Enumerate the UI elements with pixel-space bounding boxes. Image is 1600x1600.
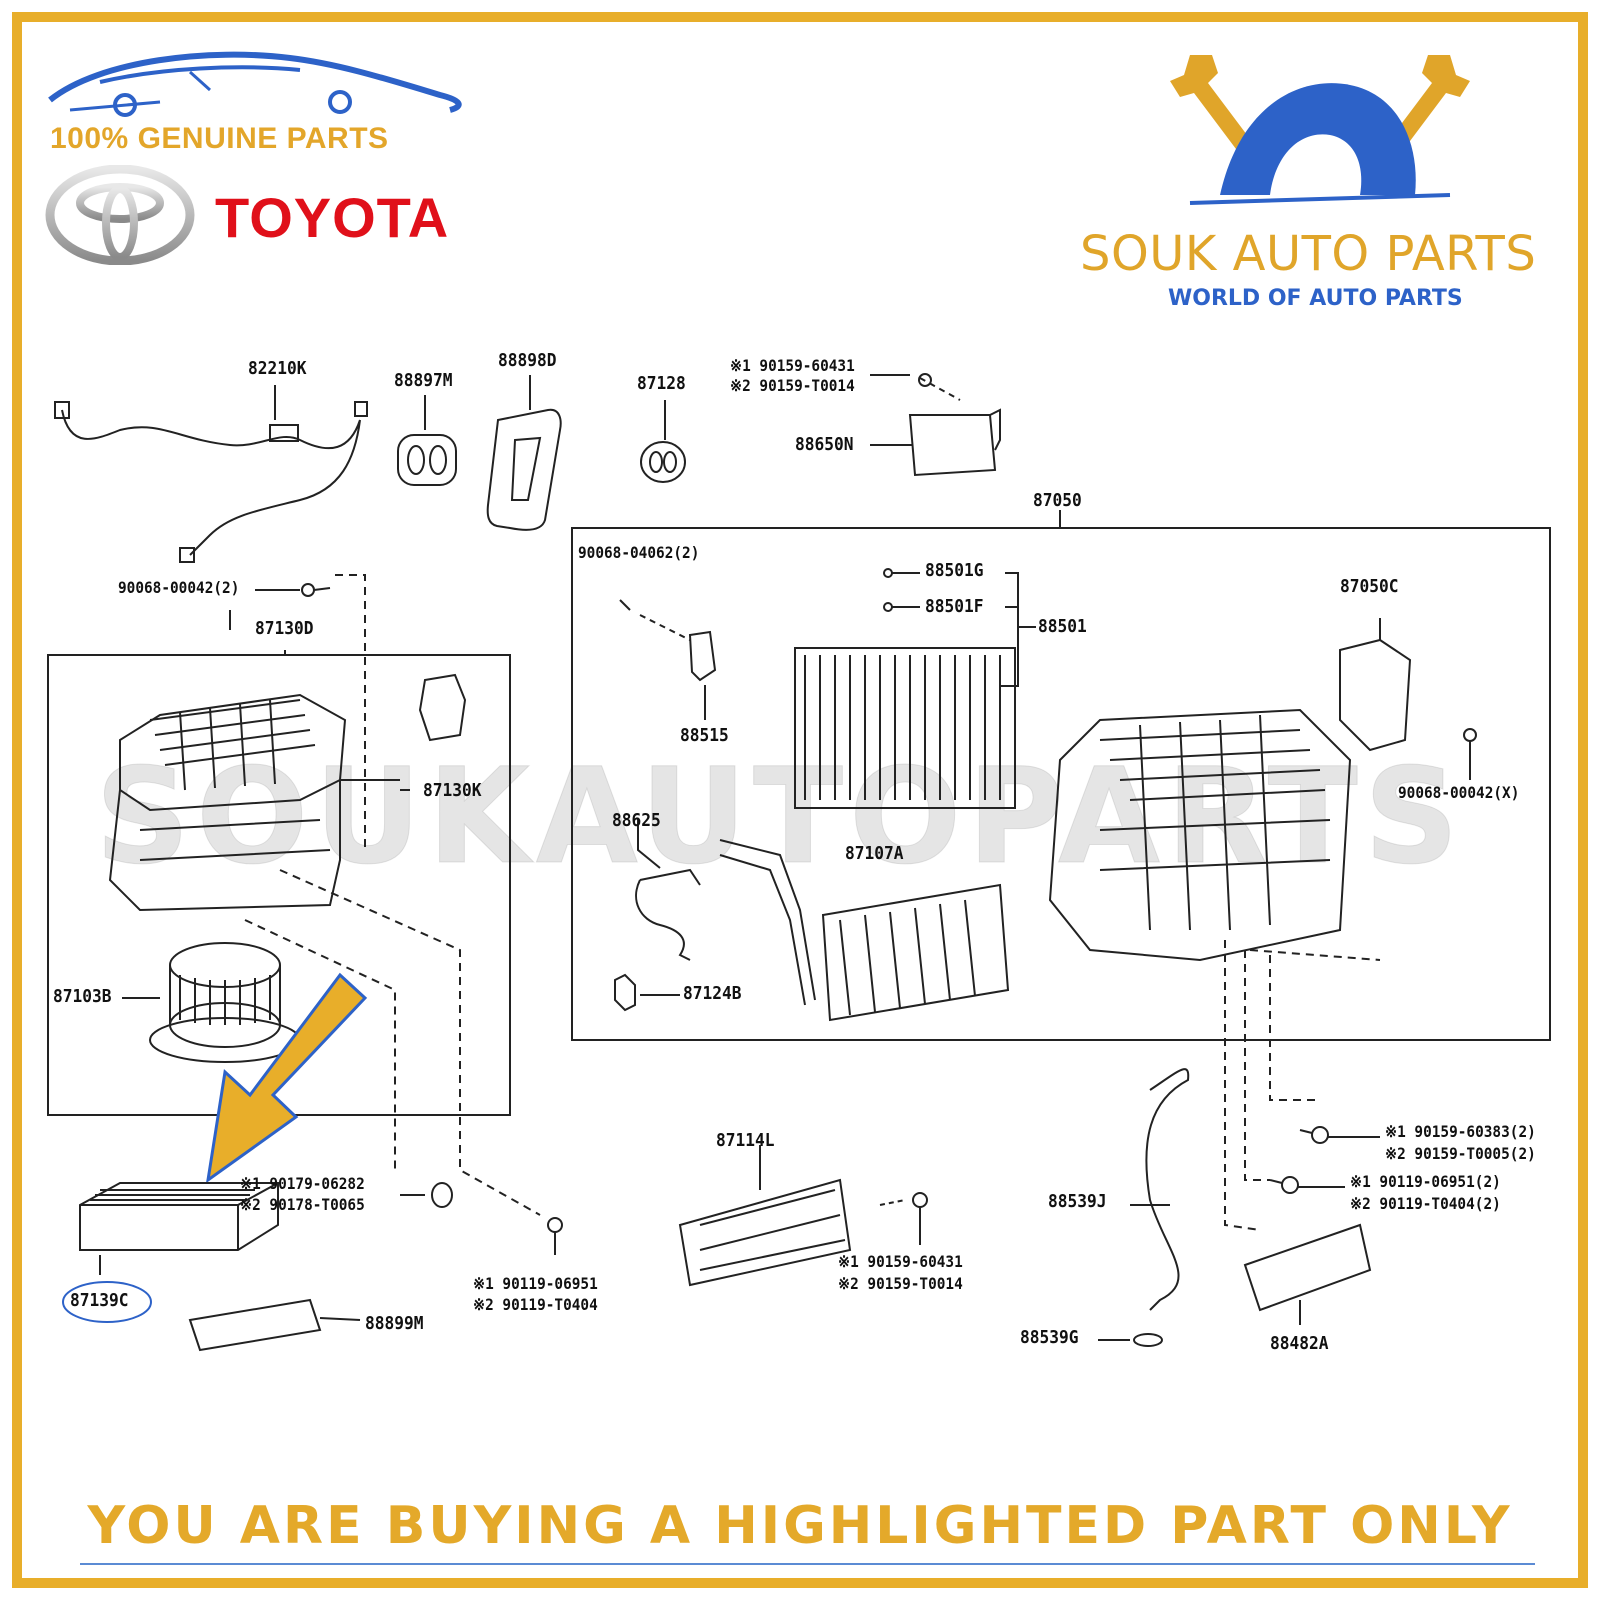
store-name: SOUK AUTO PARTS <box>1080 226 1537 282</box>
toyota-emblem-icon <box>45 165 195 265</box>
part-label-88897M: 88897M <box>394 370 453 391</box>
part-label-88539J: 88539J <box>1048 1191 1107 1212</box>
part-label-90068-00042-2: 90068-00042(2) <box>118 578 240 597</box>
footer-divider <box>80 1563 1535 1565</box>
part-label-88515: 88515 <box>680 725 729 746</box>
part-label-90159-60383-2: ※1 90159-60383(2) <box>1385 1122 1536 1141</box>
car-silhouette-logo <box>48 51 462 117</box>
part-label-87103B: 87103B <box>53 986 112 1007</box>
part-label-87128: 87128 <box>637 373 686 394</box>
brand-name: TOYOTA <box>215 186 450 249</box>
part-label-88539G: 88539G <box>1020 1327 1079 1348</box>
part-label-88501F: 88501F <box>925 596 984 617</box>
highlighted-part-label-87139C: 87139C <box>70 1290 129 1311</box>
part-label-90068-04062-2: 90068-04062(2) <box>578 543 700 562</box>
part-label-87130D: 87130D <box>255 618 314 639</box>
part-label-88501: 88501 <box>1038 616 1087 637</box>
part-label-87124B: 87124B <box>683 983 742 1004</box>
souk-wrench-logo <box>1170 55 1470 205</box>
part-label-90178-T0065: ※2 90178-T0065 <box>240 1195 365 1214</box>
part-label-90159-60431-top: ※1 90159-60431 <box>730 356 855 375</box>
part-label-87050C: 87050C <box>1340 576 1399 597</box>
part-label-88501G: 88501G <box>925 560 984 581</box>
part-label-88898D: 88898D <box>498 350 557 371</box>
part-label-90159-T0005-2: ※2 90159-T0005(2) <box>1385 1144 1536 1163</box>
genuine-parts-text: 100% GENUINE PARTS <box>50 122 389 155</box>
part-label-90159-T0014-top: ※2 90159-T0014 <box>730 376 855 395</box>
part-label-90179-06282: ※1 90179-06282 <box>240 1174 365 1193</box>
part-label-88899M: 88899M <box>365 1313 424 1334</box>
part-label-90119-T0404-2: ※2 90119-T0404(2) <box>1350 1194 1501 1213</box>
part-label-87107A: 87107A <box>845 843 904 864</box>
part-label-88482A: 88482A <box>1270 1333 1329 1354</box>
footer-notice: YOU ARE BUYING A HIGHLIGHTED PART ONLY <box>87 1496 1513 1556</box>
blower-assembly-box <box>47 654 511 1116</box>
part-label-88650N: 88650N <box>795 434 854 455</box>
part-label-90159-T0014-bottom: ※2 90159-T0014 <box>838 1274 963 1293</box>
store-tagline: WORLD OF AUTO PARTS <box>1168 286 1463 311</box>
part-label-90119-06951-2: ※1 90119-06951(2) <box>1350 1172 1501 1191</box>
part-label-82210K: 82210K <box>248 358 307 379</box>
part-label-87114L: 87114L <box>716 1130 775 1151</box>
watermark-text: SOUKAUTOPARTS <box>95 740 1465 895</box>
part-label-87050: 87050 <box>1033 490 1082 511</box>
part-label-87130K: 87130K <box>423 780 482 801</box>
part-label-90068-00042-X: 90068-00042(X) <box>1398 783 1520 802</box>
part-label-90159-60431-bottom: ※1 90159-60431 <box>838 1252 963 1271</box>
part-label-90119-T0404-left: ※2 90119-T0404 <box>473 1295 598 1314</box>
part-label-90119-06951-left: ※1 90119-06951 <box>473 1274 598 1293</box>
part-label-88625: 88625 <box>612 810 661 831</box>
page-border <box>12 12 1588 1588</box>
